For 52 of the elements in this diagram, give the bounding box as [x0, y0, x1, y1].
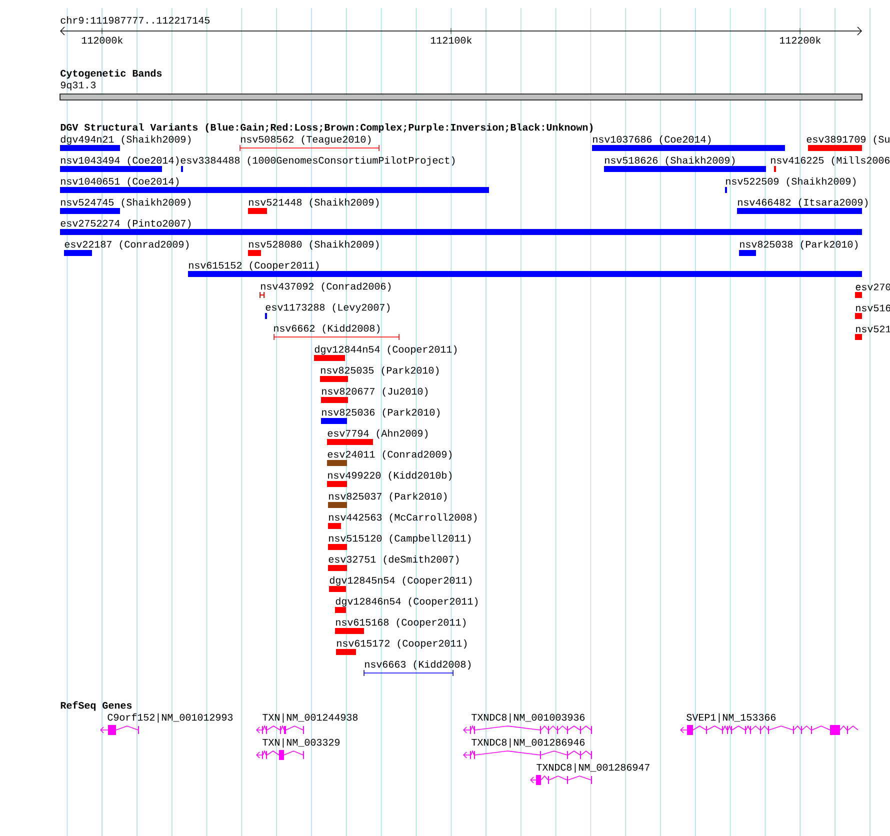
band-label: 9q31.3: [60, 82, 96, 90]
variant-label: nsv1040651 (Coe2014): [61, 177, 179, 187]
variant-label: esv24011 (Conrad2009): [328, 450, 452, 460]
variant-label: nsv820677 (Ju2010): [322, 387, 428, 397]
variant-label: nsv825036 (Park2010): [322, 408, 440, 418]
gene-label: SVEP1|NM_153366: [686, 713, 776, 723]
variant-label: nsv6663 (Kidd2008): [365, 660, 471, 670]
variant-label: nsv442563 (McCarroll2008): [329, 513, 477, 523]
variant-label: nsv615172 (Cooper2011): [337, 639, 467, 649]
variant-label: nsv528080 (Shaikh2009): [249, 240, 379, 250]
variant-label: dgv12846n54 (Cooper2011): [336, 597, 478, 607]
variant-label: esv3384488 (1000GenomesConsortiumPilotProject): [180, 156, 455, 166]
variant-label: dgv12844n54 (Cooper2011): [314, 345, 457, 355]
variant-label: nsv6662 (Kidd2008): [274, 324, 380, 334]
gene-label: TXN|NM_003329: [262, 738, 340, 748]
variant-label: dgv494n21 (Shaikh2009): [60, 135, 191, 145]
tick-label: 112100k: [430, 36, 472, 44]
variant-label: nsv524745 (Shaikh2009): [61, 198, 191, 208]
gene-label: TXN|NM_001244938: [262, 713, 358, 723]
track-title: RefSeq Genes: [60, 701, 132, 711]
variant-label: nsv825035 (Park2010): [321, 366, 439, 376]
variant-label: nsv615168 (Cooper2011): [336, 618, 466, 628]
variant-label: esv32751 (deSmith2007): [328, 555, 459, 565]
gene-label: TXNDC8|NM_001286946: [472, 738, 585, 748]
tick-label: 112000k: [82, 36, 123, 44]
variant-label: nsv416225 (Mills2006: [771, 156, 890, 166]
variant-label: nsv515120 (Campbell2011): [329, 534, 471, 544]
variant-label: nsv508562 (Teague2010): [241, 135, 371, 145]
variant-label: nsv825037 (Park2010): [329, 492, 447, 502]
variant-label: nsv522509 (Shaikh2009): [726, 177, 856, 187]
variant-label: nsv521448 (Shaikh2009): [249, 198, 379, 208]
variant-label: esv7794 (Ahn2009): [328, 429, 428, 439]
gene-label: C9orf152|NM_001012993: [108, 713, 233, 723]
variant-label: esv2752274 (Pinto2007): [60, 219, 191, 229]
variant-label: nsv1037686 (Coe2014): [593, 135, 711, 145]
coordinate-label: chr9:111987777..112217145: [60, 16, 210, 24]
gene-label: TXNDC8|NM_001003936: [472, 713, 585, 723]
variant-label: nsv499220 (Kidd2010b): [328, 471, 452, 481]
variant-label: nsv466482 (Itsara2009): [738, 198, 868, 208]
variant-label: nsv615152 (Cooper2011): [189, 261, 319, 271]
variant-label: esv3891709 (Su: [806, 135, 890, 145]
variant-label: esv1173288 (Levy2007): [266, 303, 390, 313]
variant-label: nsv1043494 (Coe2014): [61, 156, 179, 166]
track-title: DGV Structural Variants (Blue:Gain;Red:Loss;Brown:Complex;Purple:Inversion;Black:Unknown): [60, 123, 593, 133]
tick-label: 112200k: [780, 36, 821, 44]
track-title: Cytogenetic Bands: [60, 69, 162, 79]
gene-label: TXNDC8|NM_001286947: [536, 763, 650, 773]
variant-label: nsv437092 (Conrad2006): [261, 282, 391, 292]
variant-label: nsv518626 (Shaikh2009): [605, 156, 735, 166]
variant-label: dgv12845n54 (Cooper2011): [330, 576, 472, 586]
variant-label: nsv825038 (Park2010): [740, 240, 858, 250]
variant-label: esv22187 (Conrad2009): [64, 240, 189, 250]
